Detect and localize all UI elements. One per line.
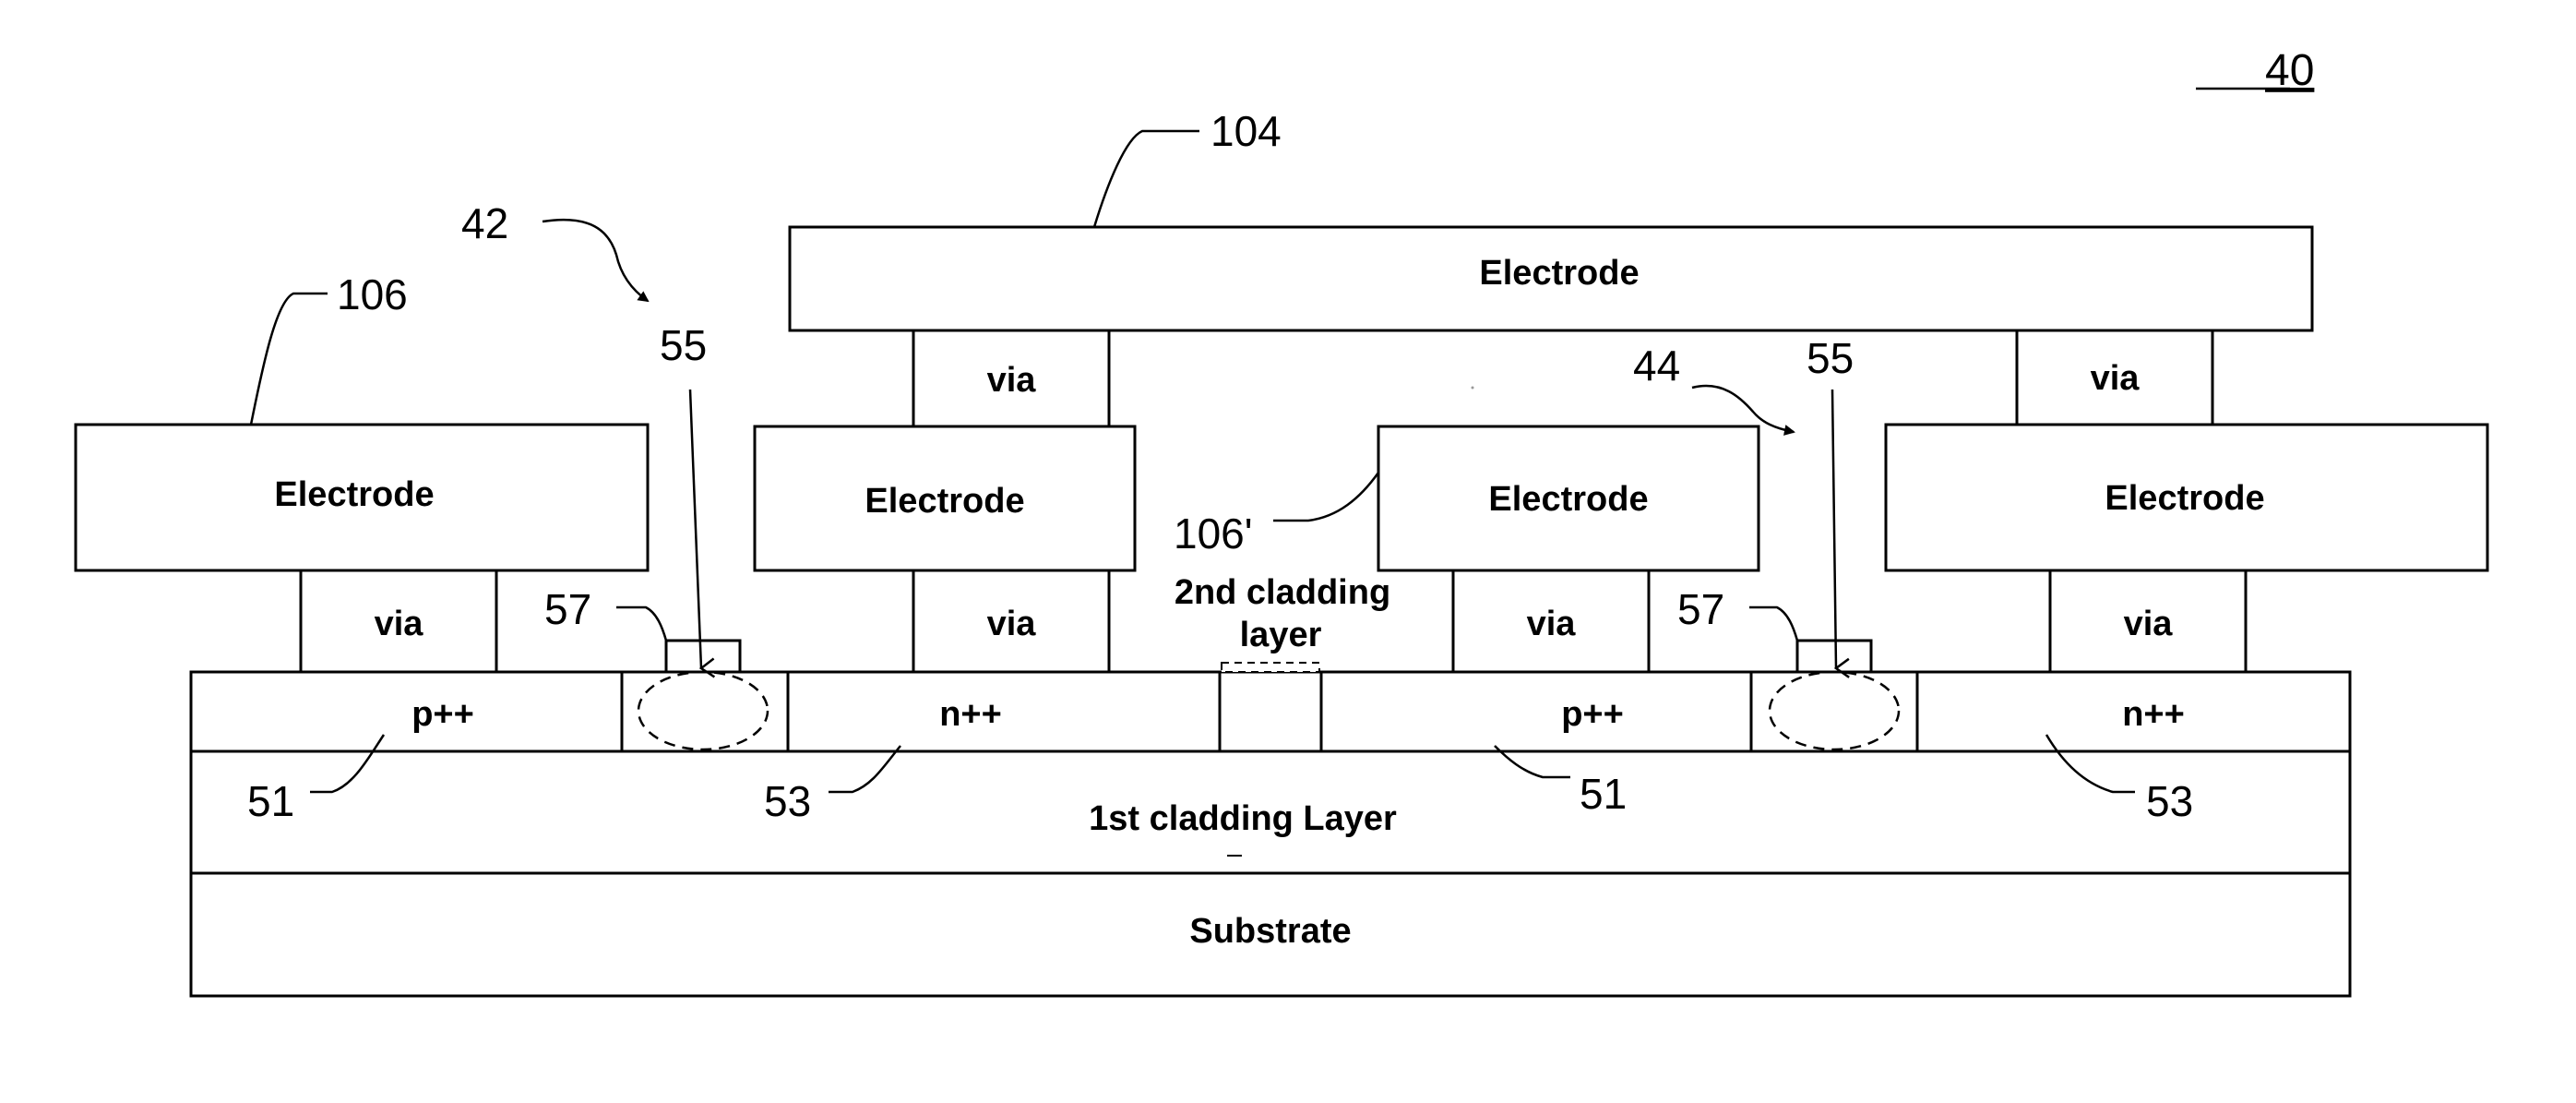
ref-53-right: 53 xyxy=(2146,777,2193,825)
ref-53-left: 53 xyxy=(764,777,811,825)
second-cladding-cap xyxy=(1222,663,1319,672)
rib-waveguide-left xyxy=(666,641,740,672)
second-cladding-label-line1: 2nd cladding xyxy=(1175,573,1390,612)
via-label-upper-right: via xyxy=(2091,359,2141,398)
ref-44: 44 xyxy=(1633,342,1680,390)
first-cladding-label: 1st cladding Layer xyxy=(1089,799,1397,838)
substrate-label: Substrate xyxy=(1189,912,1351,951)
electrode-label-center-left: Electrode xyxy=(865,482,1024,521)
via-label-n-left: via xyxy=(987,605,1037,643)
ref-55-left: 55 xyxy=(660,321,707,369)
ref-57-right: 57 xyxy=(1677,585,1724,633)
via-label-p-right: via xyxy=(1527,605,1577,643)
n-doped-region-left xyxy=(788,672,1220,751)
ref-51-right: 51 xyxy=(1580,770,1627,818)
leader-57-left xyxy=(616,607,666,641)
leader-42 xyxy=(543,220,648,301)
leader-106 xyxy=(251,294,328,425)
ref-104: 104 xyxy=(1210,107,1282,155)
via-label-upper-left: via xyxy=(987,361,1037,400)
electrode-label-center-right: Electrode xyxy=(1488,480,1648,519)
leader-55-right xyxy=(1832,390,1836,668)
leader-104 xyxy=(1094,131,1199,227)
electrode-label-left: Electrode xyxy=(274,475,434,514)
gap-region-center xyxy=(1220,672,1321,751)
leader-57-right xyxy=(1749,607,1797,641)
via-label-p-left: via xyxy=(375,605,424,643)
p-doped-label-right: p++ xyxy=(1561,695,1624,734)
waveguide-slot-left xyxy=(622,672,788,751)
rib-waveguide-right xyxy=(1797,641,1871,672)
second-cladding-label-line2: layer xyxy=(1240,616,1322,654)
waveguide-slot-right xyxy=(1751,672,1917,751)
ref-51-left: 51 xyxy=(247,777,294,825)
via-label-n-right: via xyxy=(2124,605,2174,643)
n-doped-label-left: n++ xyxy=(939,695,1002,734)
leader-55-left xyxy=(690,390,701,668)
ref-42: 42 xyxy=(461,199,508,247)
ref-106: 106 xyxy=(337,270,408,318)
leader-106-prime xyxy=(1273,473,1378,521)
p-doped-region-left xyxy=(191,672,622,751)
electrode-label-top: Electrode xyxy=(1479,254,1639,293)
ref-106-prime: 106' xyxy=(1174,510,1253,557)
scan-speck xyxy=(1472,387,1474,390)
ref-55-right: 55 xyxy=(1807,334,1854,382)
electrode-label-right: Electrode xyxy=(2105,479,2264,518)
p-doped-label-left: p++ xyxy=(411,695,474,734)
p-doped-region-right xyxy=(1321,672,1751,751)
n-doped-label-right: n++ xyxy=(2122,695,2185,734)
ref-57-left: 57 xyxy=(544,585,591,633)
